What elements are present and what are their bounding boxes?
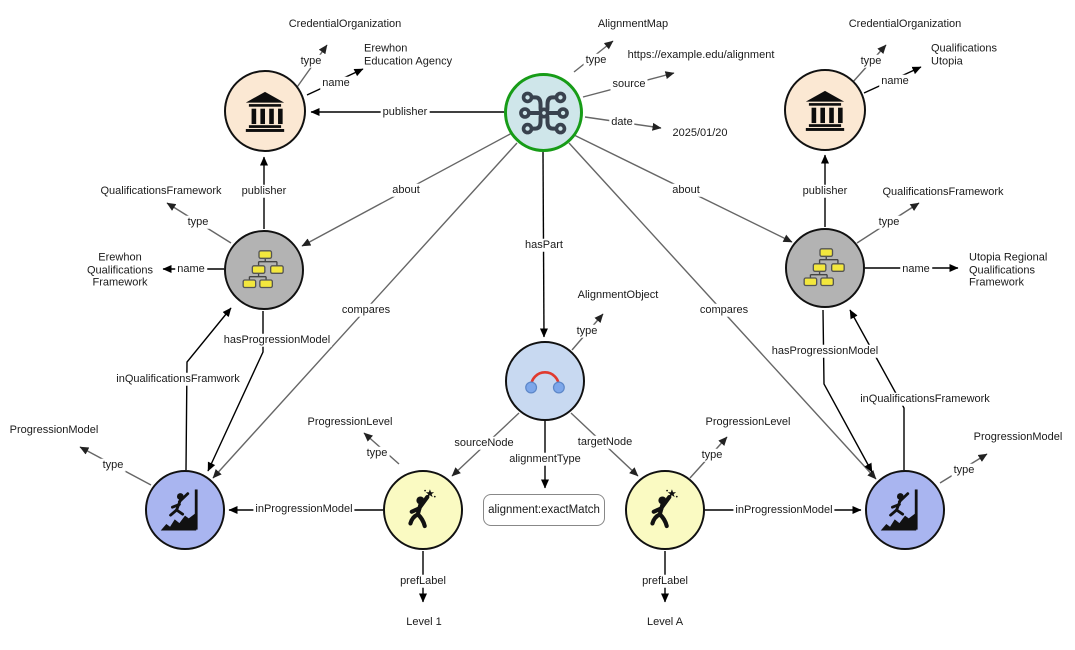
edge-label-in-qualifications-framework: inQualificationsFramework: [858, 392, 992, 406]
edge-label-type: type: [574, 324, 600, 338]
edge-has-progression-model-left: [207, 311, 264, 472]
node-alignment-map: [504, 73, 583, 152]
node-right-framework: [785, 228, 865, 308]
left-level-type-value: ProgressionLevel: [307, 415, 393, 428]
left-level-pref-label-value: Level 1: [406, 615, 442, 628]
alignment-object-type-value: AlignmentObject: [577, 288, 659, 301]
climber-icon: [160, 489, 198, 531]
node-right-organization: [784, 69, 866, 151]
node-left-organization: [224, 70, 306, 152]
node-left-progression-model: [145, 470, 225, 550]
edge-label-in-qualifications-framwork: inQualificationsFramwork: [114, 372, 242, 386]
edge-label-compares: compares: [339, 303, 393, 317]
node-right-progression-model: [865, 470, 945, 550]
right-organization-type-value: CredentialOrganization: [848, 17, 962, 30]
left-organization-name-value: Erewhon Education Agency: [364, 42, 453, 68]
alignment-type-box: alignment:exactMatch: [483, 494, 605, 526]
edge-label-alignment-type: alignmentType: [507, 452, 583, 466]
org-chart-icon: [242, 250, 284, 289]
edge-label-in-progression-model: inProgressionModel: [733, 503, 835, 517]
edge-label-compares: compares: [697, 303, 751, 317]
edge-label-type: type: [858, 54, 884, 68]
edge-label-about: about: [390, 183, 422, 197]
edge-label-target-node: targetNode: [575, 435, 635, 449]
edge-label-has-part: hasPart: [523, 238, 565, 252]
alignment-map-type-value: AlignmentMap: [597, 17, 669, 30]
edge-label-type: type: [100, 458, 126, 472]
edge-label-type: type: [876, 215, 902, 229]
edge-in-qualifications-framework-right: [849, 309, 905, 470]
right-model-type-value: ProgressionModel: [973, 430, 1063, 443]
edge-label-pref-label: prefLabel: [640, 574, 690, 588]
edge-label-date: date: [609, 115, 635, 129]
bank-icon: [805, 90, 845, 131]
node-alignment-object: [505, 341, 585, 421]
org-chart-icon: [803, 248, 845, 287]
edge-type-left-organization: [294, 44, 328, 91]
left-model-type-value: ProgressionModel: [9, 423, 99, 436]
dancer-icon: [650, 489, 678, 529]
merge-map-icon: [518, 91, 569, 134]
left-framework-name-value: Erewhon Qualifications Framework: [86, 251, 154, 289]
right-framework-name-value: Utopia Regional Qualifications Framework: [969, 251, 1048, 289]
edge-label-source-node: sourceNode: [452, 436, 516, 450]
alignment-map-source-value: https://example.edu/alignment: [627, 48, 775, 61]
edge-label-type: type: [583, 53, 609, 67]
edge-label-name: name: [320, 76, 352, 90]
edge-label-has-progression-model: hasProgressionModel: [221, 333, 333, 347]
edge-label-has-progression-model: hasProgressionModel: [769, 344, 881, 358]
arc-link-icon: [525, 371, 565, 394]
right-level-pref-label-value: Level A: [646, 615, 684, 628]
right-organization-name-value: Qualifications Utopia: [931, 42, 998, 68]
climber-icon: [880, 489, 918, 531]
edge-has-progression-model-right: [822, 309, 873, 473]
edge-label-source: source: [610, 77, 648, 91]
edge-label-type: type: [185, 215, 211, 229]
edge-label-type: type: [364, 446, 390, 460]
node-right-progression-level: [625, 470, 705, 550]
edge-in-qualifications-framwork-left: [185, 307, 232, 471]
edge-label-type: type: [699, 448, 725, 462]
node-left-framework: [224, 230, 304, 310]
edge-label-name: name: [900, 262, 932, 276]
edge-label-about: about: [670, 183, 702, 197]
right-framework-type-value: QualificationsFramework: [882, 185, 1004, 198]
alignment-map-date-value: 2025/01/20: [672, 126, 728, 139]
edge-label-publisher: publisher: [800, 184, 850, 198]
edge-label-publisher: publisher: [380, 105, 430, 119]
bank-icon: [245, 91, 285, 132]
edge-label-pref-label: prefLabel: [398, 574, 448, 588]
alignment-type-value: alignment:exactMatch: [488, 504, 600, 516]
edge-label-publisher: publisher: [239, 184, 289, 198]
edge-label-name: name: [175, 262, 207, 276]
dancer-icon: [408, 489, 436, 529]
right-level-type-value: ProgressionLevel: [705, 415, 791, 428]
left-framework-type-value: QualificationsFramework: [100, 184, 222, 197]
node-left-progression-level: [383, 470, 463, 550]
edge-label-type: type: [951, 463, 977, 477]
left-organization-type-value: CredentialOrganization: [288, 17, 402, 30]
edge-label-in-progression-model: inProgressionModel: [253, 502, 355, 516]
edge-label-name: name: [879, 74, 911, 88]
edge-label-type: type: [298, 54, 324, 68]
